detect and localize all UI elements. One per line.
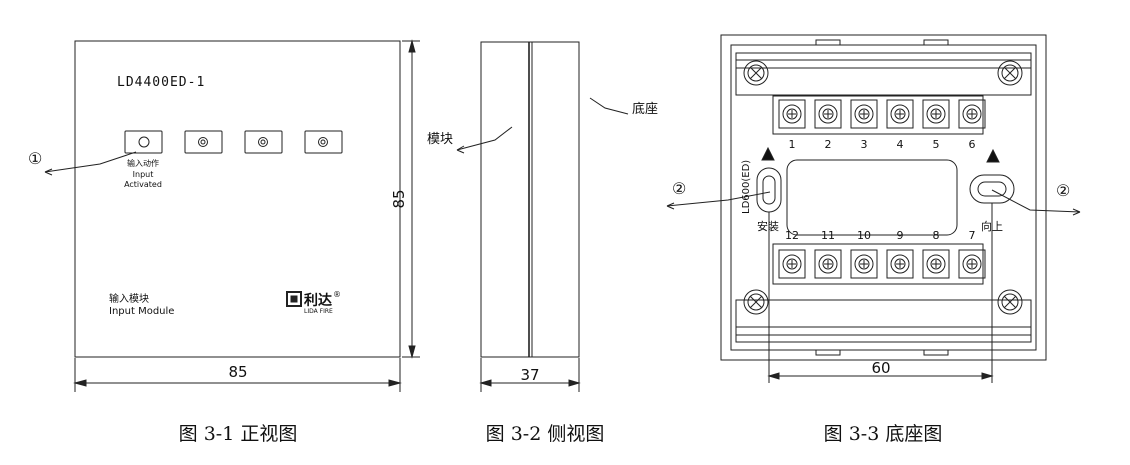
callout-1-arrow [44, 168, 53, 176]
up-text: 向上 [981, 219, 1003, 233]
base-view [666, 34, 1081, 383]
callout-2-left-leader [666, 191, 771, 207]
mount-screw-bl [743, 289, 769, 315]
led-2 [184, 130, 223, 154]
bottom-terminal-strip [735, 299, 1032, 343]
module-name-cn: 输入模块 [109, 292, 149, 305]
callout-2-right: ② [1056, 181, 1070, 200]
terminal-top-4: 4 [897, 138, 904, 151]
mount-slot-left [756, 167, 782, 213]
terminal-top-5: 5 [933, 138, 940, 151]
mount-slot-right [969, 174, 1015, 204]
led-label-en1: Input [133, 170, 154, 179]
terminal-top-1: 1 [789, 138, 796, 151]
bottom-terminal-block [772, 243, 986, 285]
mount-screw-br [997, 289, 1023, 315]
terminal-top-2: 2 [825, 138, 832, 151]
top-terminal-block [772, 95, 986, 135]
caption-front-view: 图 3-1 正视图 [179, 423, 298, 445]
led-label-cn: 输入动作 [127, 158, 159, 168]
orientation-triangle-right [986, 148, 1000, 163]
front-view [44, 39, 420, 392]
callout-1: ① [28, 149, 42, 168]
callout-1-leader [44, 151, 137, 173]
base-model-vertical: LD600(ED) [741, 160, 752, 214]
led-input-activated [124, 130, 163, 154]
terminal-bottom-8: 8 [933, 229, 940, 242]
brand-subtitle: LIDA FIRE [304, 308, 333, 315]
center-window [786, 159, 958, 236]
dim-depth-value: 37 [520, 366, 539, 384]
caption-side-view: 图 3-2 侧视图 [486, 423, 605, 445]
brand-logo-mark [286, 291, 302, 307]
terminal-bottom-7: 7 [969, 229, 976, 242]
brand-registered: ® [333, 290, 341, 299]
model-number: LD4400ED-1 [117, 75, 205, 90]
side-view [456, 41, 629, 392]
orientation-triangle-left [761, 146, 775, 161]
terminal-bottom-11: 11 [821, 229, 835, 242]
mount-screw-tl [743, 60, 769, 86]
led-label-en2: Activated [124, 180, 162, 189]
side-outline [480, 41, 580, 358]
label-base: 底座 [632, 101, 658, 117]
module-name-en: Input Module [109, 306, 174, 317]
terminal-bottom-12: 12 [785, 229, 799, 242]
bottom-terminal-numbers: 12 11 10 9 8 7 [785, 229, 976, 242]
callout-2-right-leader [991, 189, 1081, 213]
terminal-top-6: 6 [969, 138, 976, 151]
terminal-bottom-10: 10 [857, 229, 871, 242]
mount-screw-tr [997, 60, 1023, 86]
base-outer-outline [720, 34, 1047, 361]
base-leader [589, 97, 629, 115]
front-body-outline [74, 40, 401, 358]
install-text: 安装 [757, 219, 779, 233]
brand-name: 利达 [304, 292, 332, 309]
caption-base-view: 图 3-3 底座图 [824, 423, 943, 445]
led-3 [244, 130, 283, 154]
dim-hole-spacing-value: 60 [871, 359, 890, 377]
terminal-top-3: 3 [861, 138, 868, 151]
led-4 [304, 130, 343, 154]
label-module: 模块 [427, 132, 453, 147]
callout-2-left: ② [672, 179, 686, 198]
top-terminal-strip [735, 52, 1032, 96]
dim-height-value: 85 [390, 189, 408, 208]
top-terminal-numbers: 1 2 3 4 5 6 [789, 138, 976, 151]
module-leader [456, 126, 513, 151]
terminal-bottom-9: 9 [897, 229, 904, 242]
dim-width-value: 85 [228, 363, 247, 381]
